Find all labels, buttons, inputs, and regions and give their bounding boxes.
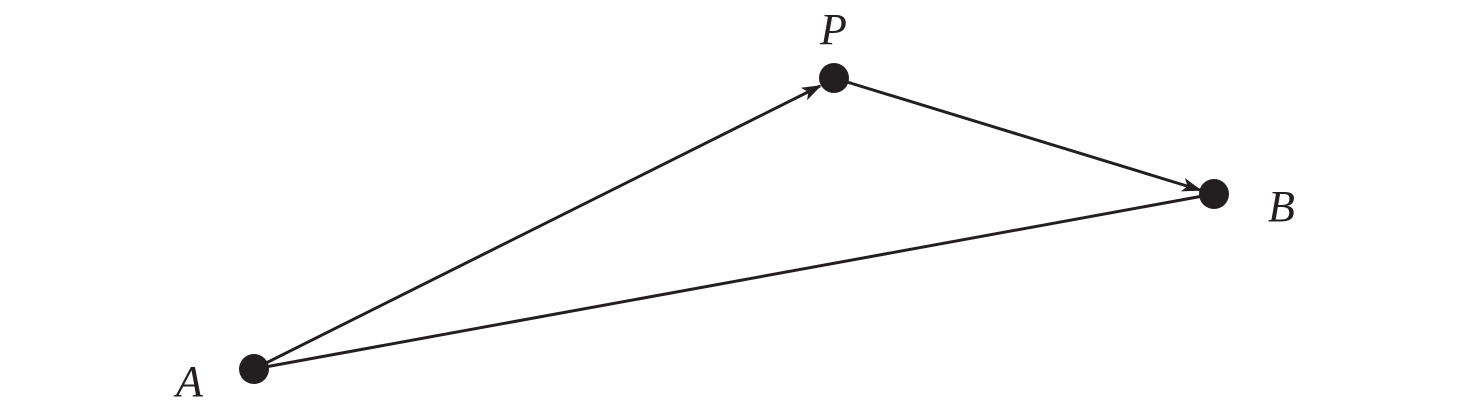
edge-a-to-p: [253, 84, 822, 371]
point-p: [819, 63, 849, 93]
point-b: [1199, 179, 1229, 209]
edge-p-to-b: [833, 76, 1202, 192]
label-p: P: [819, 5, 847, 54]
label-b: B: [1268, 182, 1295, 231]
edge-a-to-b: [253, 192, 1215, 371]
label-a: A: [173, 357, 204, 406]
point-a: [239, 354, 269, 384]
